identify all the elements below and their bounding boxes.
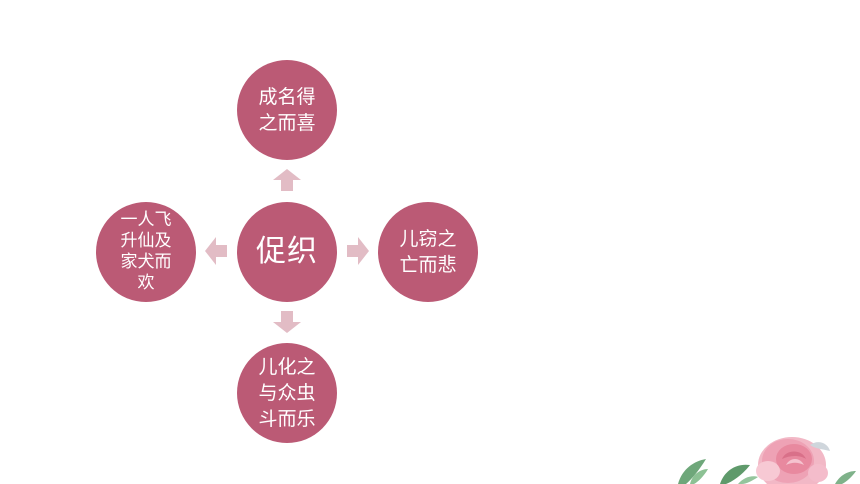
- node-bottom: 儿化之 与众虫 斗而乐: [237, 343, 337, 443]
- node-top: 成名得 之而喜: [237, 60, 337, 160]
- arrow-right-icon: [347, 237, 369, 265]
- rose-flower-icon: [678, 437, 856, 484]
- node-bottom-label: 儿化之 与众虫 斗而乐: [258, 356, 316, 430]
- node-left: 一人飞 升仙及 家犬而 欢: [96, 202, 196, 302]
- node-top-label: 成名得 之而喜: [258, 86, 316, 134]
- node-center: 促织: [237, 202, 337, 302]
- arrow-down-icon: [273, 311, 301, 333]
- node-center-label: 促织: [256, 234, 318, 269]
- arrow-up-icon: [273, 169, 301, 191]
- node-left-label: 一人飞 升仙及 家犬而 欢: [120, 210, 172, 293]
- node-right-label: 儿窃之 亡而悲: [399, 228, 457, 276]
- arrow-left-icon: [205, 237, 227, 265]
- node-right: 儿窃之 亡而悲: [378, 202, 478, 302]
